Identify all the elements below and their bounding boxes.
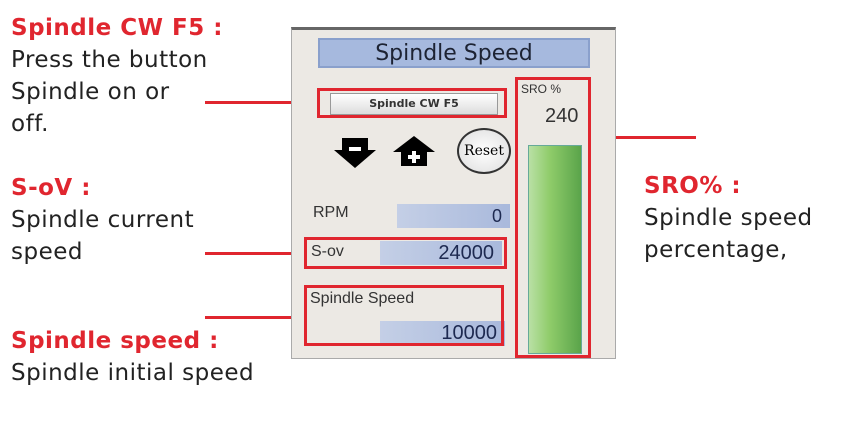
annotation-heading: Spindle speed :: [11, 328, 219, 354]
annotation-text: off.: [11, 111, 49, 137]
sov-value: 24000: [380, 241, 502, 265]
callout-line: [205, 316, 305, 319]
annotation-spindle-cw: Spindle CW F5 : Press the button Spindle…: [11, 12, 223, 140]
annotation-spindle-speed: Spindle speed : Spindle initial speed: [11, 325, 254, 389]
callout-line: [205, 252, 305, 255]
decrease-arrow-icon[interactable]: [334, 138, 376, 168]
annotation-text: Spindle current: [11, 207, 195, 233]
highlight-box: [304, 237, 507, 269]
annotation-sro: SRO% : Spindle speed percentage,: [644, 170, 813, 266]
rpm-label: RPM: [313, 204, 349, 221]
annotation-heading: SRO% :: [644, 173, 742, 199]
annotation-text: percentage,: [644, 237, 788, 263]
callout-line: [205, 101, 320, 104]
annotation-text: Spindle initial speed: [11, 360, 255, 386]
highlight-box: [317, 88, 507, 118]
spindle-speed-label: Spindle Speed: [310, 290, 415, 307]
increase-arrow-icon[interactable]: [393, 136, 435, 166]
annotation-heading: S-oV :: [11, 175, 91, 201]
sro-value: 240: [545, 105, 579, 127]
spindle-speed-value[interactable]: 10000: [380, 321, 505, 346]
sro-bar[interactable]: [528, 145, 582, 354]
annotation-text: Spindle speed: [644, 205, 813, 231]
annotation-text: Press the button: [11, 47, 208, 73]
panel-title: Spindle Speed: [318, 38, 590, 68]
highlight-box: [515, 77, 591, 358]
highlight-box: [304, 285, 504, 346]
sov-label: S-ov: [311, 243, 344, 260]
annotation-text: speed: [11, 239, 83, 265]
reset-button[interactable]: Reset: [457, 128, 511, 174]
annotation-text: Spindle on or: [11, 79, 170, 105]
annotation-heading: Spindle CW F5 :: [11, 15, 223, 41]
annotation-sov: S-oV : Spindle current speed: [11, 172, 194, 268]
spindle-cw-button[interactable]: Spindle CW F5: [330, 93, 498, 115]
sro-label: SRO %: [521, 82, 562, 96]
rpm-value: 0: [397, 204, 510, 228]
callout-line: [590, 136, 696, 139]
